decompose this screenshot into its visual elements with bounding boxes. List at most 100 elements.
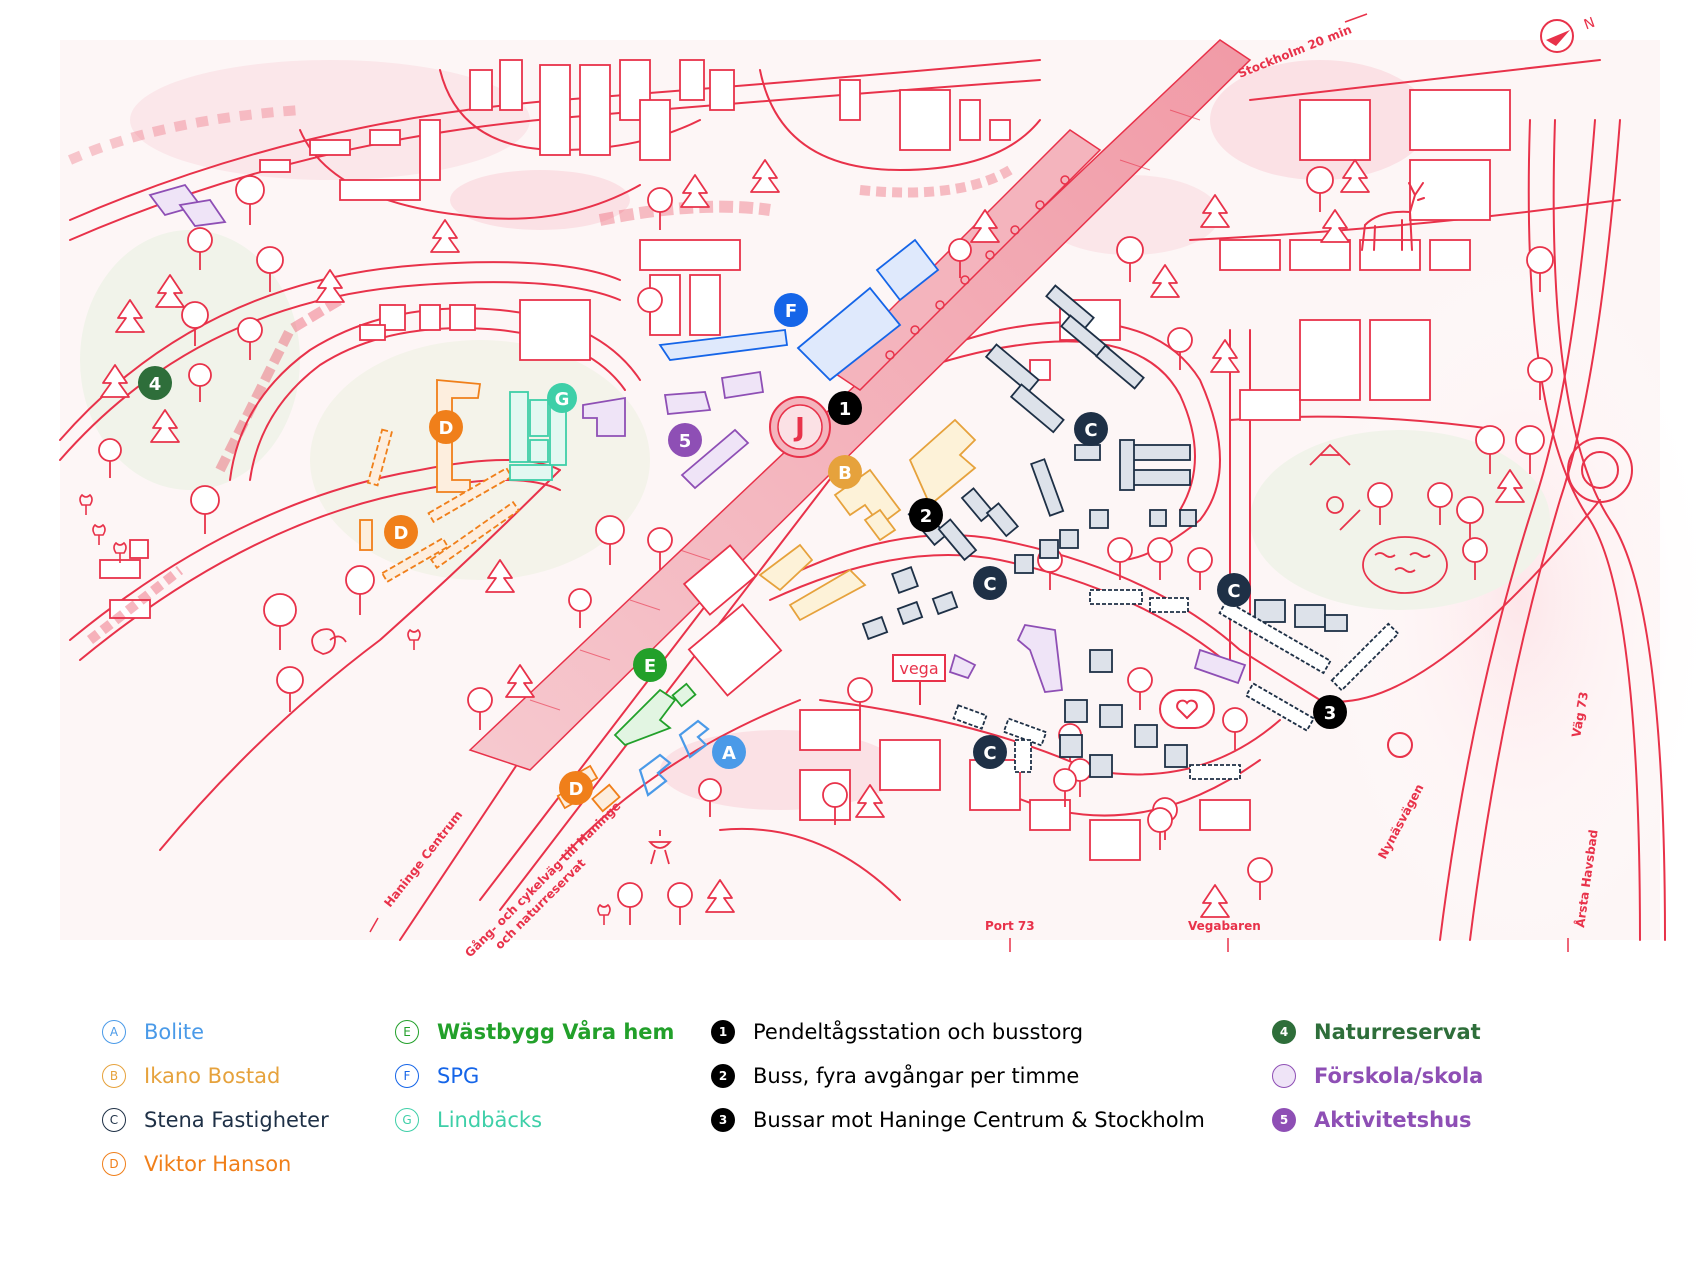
marker-g[interactable]: G [547, 383, 577, 413]
legend-label-bus: Buss, fyra avgångar per timme [753, 1064, 1080, 1088]
marker-d-2[interactable]: D [384, 515, 418, 549]
legend-badge-5: 5 [1272, 1108, 1296, 1132]
legend-item-school: Förskola/skola [1272, 1054, 1483, 1098]
marker-g-circle [547, 383, 577, 413]
legend-badge-2: 2 [711, 1064, 735, 1088]
legend-badge-g: G [395, 1108, 419, 1132]
legend-badge-3: 3 [711, 1108, 735, 1132]
marker-d-3[interactable]: D [559, 771, 593, 805]
marker-d-2-label: D [394, 523, 409, 544]
legend-label-bolite: Bolite [144, 1020, 205, 1044]
area-map: J vega N [59, 13, 1700, 960]
legend-badge-1: 1 [711, 1020, 735, 1044]
label-vegabaren: Vegabaren [1188, 919, 1261, 933]
marker-e-circle [633, 648, 667, 682]
legend-badge-e: E [395, 1020, 419, 1044]
playground-icons [1309, 443, 1448, 594]
marker-c-2[interactable]: C [973, 566, 1007, 600]
legend-label-viktor-hanson: Viktor Hanson [144, 1152, 292, 1176]
spg-buildings [658, 238, 940, 382]
marker-b[interactable]: B [828, 455, 862, 489]
flowers [79, 493, 611, 925]
legend-badge-c: C [102, 1108, 126, 1132]
vega-sign: vega [892, 654, 946, 705]
legend-swatch-school [1272, 1064, 1296, 1088]
legend-badge-d: D [102, 1152, 126, 1176]
label-port73: Port 73 [985, 919, 1035, 933]
grill-icon [648, 830, 672, 865]
marker-a-circle [712, 735, 746, 769]
marker-4-label: 4 [149, 374, 162, 395]
legend-item-nature-reserve: 4 Naturreservat [1272, 1010, 1483, 1054]
lindbacks-buildings [509, 391, 567, 481]
legend-item-stena: C Stena Fastigheter [102, 1098, 329, 1142]
legend-item-buses-haninge: 3 Bussar mot Haninge Centrum & Stockholm [711, 1098, 1205, 1142]
school-areas [148, 183, 1247, 693]
marker-3[interactable]: 3 [1313, 695, 1347, 729]
marker-c-3-circle [1217, 573, 1251, 607]
marker-b-circle [828, 455, 862, 489]
markers: A B C C C C D D D E F G 1 2 3 4 5 [138, 293, 1347, 805]
marker-c-1[interactable]: C [1074, 412, 1108, 446]
legend: A Bolite B Ikano Bostad C Stena Fastighe… [0, 1010, 1700, 1250]
marker-5[interactable]: 5 [668, 423, 702, 457]
marker-c-4-label: C [983, 743, 996, 764]
legend-item-station: 1 Pendeltågsstation och busstorg [711, 1010, 1205, 1054]
marker-c-1-circle [1074, 412, 1108, 446]
legend-item-wastbygg: E Wästbygg Våra hem [395, 1010, 674, 1054]
marker-c-1-label: C [1084, 420, 1097, 441]
marker-c-4[interactable]: C [973, 735, 1007, 769]
legend-column-developers-1: A Bolite B Ikano Bostad C Stena Fastighe… [102, 1010, 329, 1186]
marker-f-label: F [785, 301, 797, 322]
marker-a-label: A [722, 743, 736, 764]
marker-d-1[interactable]: D [429, 410, 463, 444]
marker-d-3-label: D [569, 779, 584, 800]
legend-item-viktor-hanson: D Viktor Hanson [102, 1142, 329, 1186]
marker-g-label: G [555, 389, 570, 410]
background-areas [60, 40, 1700, 960]
buildings [99, 59, 1511, 861]
deer-icon [1361, 182, 1425, 251]
legend-label-buses-haninge: Bussar mot Haninge Centrum & Stockholm [753, 1108, 1205, 1132]
legend-label-stena: Stena Fastigheter [144, 1108, 329, 1132]
legend-column-transport: 1 Pendeltågsstation och busstorg 2 Buss,… [711, 1010, 1205, 1142]
marker-d-1-label: D [439, 418, 454, 439]
marker-5-circle [668, 423, 702, 457]
marker-2[interactable]: 2 [909, 498, 943, 532]
legend-label-nature-reserve: Naturreservat [1314, 1020, 1481, 1044]
vega-sign-text: vega [899, 659, 938, 678]
legend-label-spg: SPG [437, 1064, 480, 1088]
marker-1[interactable]: 1 [828, 391, 862, 425]
legend-badge-b: B [102, 1064, 126, 1088]
marker-4-circle [138, 366, 172, 400]
marker-1-label: 1 [839, 399, 852, 420]
legend-label-wastbygg: Wästbygg Våra hem [437, 1020, 675, 1044]
legend-badge-4: 4 [1272, 1020, 1296, 1044]
marker-f[interactable]: F [774, 293, 808, 327]
marker-c-3[interactable]: C [1217, 573, 1251, 607]
compass: N [1540, 15, 1597, 53]
legend-item-activity-house: 5 Aktivitetshus [1272, 1098, 1483, 1142]
legend-item-spg: F SPG [395, 1054, 674, 1098]
marker-5-label: 5 [679, 431, 692, 452]
marker-3-circle [1313, 695, 1347, 729]
legend-label-lindbacks: Lindbäcks [437, 1108, 543, 1132]
legend-label-school: Förskola/skola [1314, 1064, 1484, 1088]
marker-2-label: 2 [920, 506, 933, 527]
legend-badge-a: A [102, 1020, 126, 1044]
marker-2-circle [909, 498, 943, 532]
legend-badge-f: F [395, 1064, 419, 1088]
legend-item-bus: 2 Buss, fyra avgångar per timme [711, 1054, 1205, 1098]
legend-column-facilities: 4 Naturreservat Förskola/skola 5 Aktivit… [1272, 1010, 1483, 1142]
marker-e[interactable]: E [633, 648, 667, 682]
marker-4[interactable]: 4 [138, 366, 172, 400]
marker-d-3-circle [559, 771, 593, 805]
legend-label-station: Pendeltågsstation och busstorg [753, 1020, 1084, 1044]
station-icon: J [769, 396, 831, 458]
legend-label-activity-house: Aktivitetshus [1314, 1108, 1472, 1132]
marker-e-label: E [644, 656, 656, 677]
legend-item-ikano: B Ikano Bostad [102, 1054, 329, 1098]
marker-a[interactable]: A [712, 735, 746, 769]
compass-letter: N [1582, 15, 1597, 34]
squirrel-icon [311, 628, 347, 655]
